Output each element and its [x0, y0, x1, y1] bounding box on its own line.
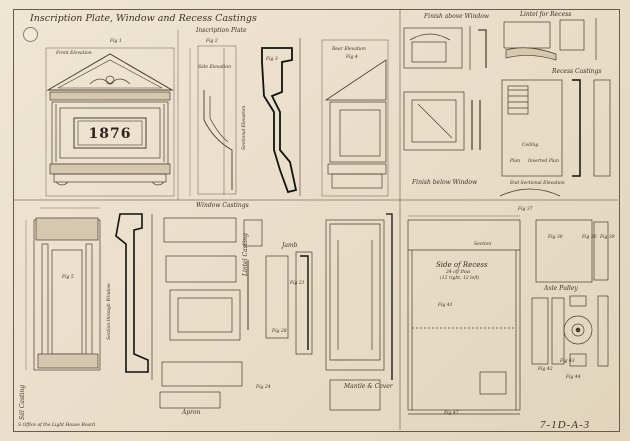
- view-inverted-plan: Inverted Plan: [528, 159, 559, 164]
- view-end-sectional-elevation: End Sectional Elevation: [510, 181, 565, 186]
- section-inscription-plate: Inscription Plate: [196, 27, 247, 34]
- section-sill-casting: Sill Casting: [19, 384, 26, 420]
- section-profile: [261, 38, 301, 196]
- window-casting-front: [33, 217, 101, 371]
- footer-note: S Office of the Light House Board: [18, 423, 96, 428]
- section-lintel-for-recess: Lintel for Recess: [520, 11, 572, 18]
- figure-label: Fig 1: [110, 39, 122, 44]
- section-apron: Apron: [182, 409, 201, 416]
- figure-label: Fig 43: [560, 359, 575, 364]
- section-lintel-casting: Lintel Casting: [242, 233, 249, 276]
- figure-label: Fig 28: [272, 329, 287, 334]
- view-section-through-window: Section through Window: [107, 283, 112, 340]
- view-ceiling: Ceiling: [522, 143, 539, 148]
- section-mantle-cover: Mantle & Cover: [344, 383, 393, 390]
- section-side-of-recess: Side of Recess: [436, 261, 488, 269]
- sheet-border: [13, 9, 620, 432]
- rear-elevation-recess: [535, 219, 609, 283]
- side-of-recess-hand: (12 right, 12 left): [440, 276, 480, 281]
- figure-label: Fig 5: [62, 275, 74, 280]
- figure-label: Fig 41: [438, 303, 453, 308]
- view-section: Section: [474, 242, 492, 247]
- figure-label: Fig 44: [566, 375, 581, 380]
- view-sectional-elevation: Sectional Elevation: [242, 105, 247, 150]
- view-side-elevation: Side Elevation: [198, 65, 231, 70]
- figure-label: Fig 38: [548, 235, 563, 240]
- figure-label: Fig 36: [582, 235, 597, 240]
- window-section: [115, 213, 153, 380]
- section-finish-below-window: Finish below Window: [412, 179, 478, 186]
- jamb-drawing: [295, 251, 313, 355]
- inscription-plate-drawing: [45, 47, 175, 197]
- section-jamb: Jamb: [282, 242, 298, 249]
- figure-label: Fig 42: [538, 367, 553, 372]
- drawing-number: 7-1D-A-3: [540, 419, 591, 431]
- inscription-plate-number: 1876: [88, 125, 132, 142]
- recess-castings: [499, 79, 611, 197]
- section-recess-castings: Recess Castings: [552, 68, 602, 75]
- figure-label: Fig 3: [266, 57, 278, 62]
- inscription-plate-side: [197, 45, 237, 195]
- view-front-elevation: Front Elevation: [56, 51, 92, 56]
- figure-label: Fig 4: [346, 55, 358, 60]
- view-rear-elevation: Rear Elevation: [332, 47, 366, 52]
- section-window-castings: Window Castings: [196, 202, 249, 209]
- figure-label: Fig 37: [518, 207, 533, 212]
- axle-pulley-drawing: [531, 295, 609, 367]
- window-casting-details: [159, 217, 289, 409]
- section-axle-pulley: Axle Pulley: [544, 285, 578, 292]
- figure-label: Fig 24: [256, 385, 271, 390]
- finish-above-window: [403, 26, 487, 151]
- punch-hole: [23, 27, 38, 42]
- section-elevation-of-window: [325, 213, 393, 411]
- side-of-recess: [407, 219, 521, 415]
- figure-label: Fig 39: [600, 235, 615, 240]
- inscription-plate-rear: [321, 39, 389, 197]
- lintel-for-recess: [503, 18, 597, 61]
- figure-label: Fig 47: [444, 411, 459, 416]
- figure-label: Fig 21: [290, 281, 305, 286]
- view-plan: Plan: [510, 159, 521, 164]
- section-finish-above-window: Finish above Window: [424, 13, 490, 20]
- side-of-recess-qty: 24 off thus: [446, 270, 471, 275]
- sheet-title: Inscription Plate, Window and Recess Cas…: [30, 13, 257, 24]
- figure-label: Fig 2: [206, 39, 218, 44]
